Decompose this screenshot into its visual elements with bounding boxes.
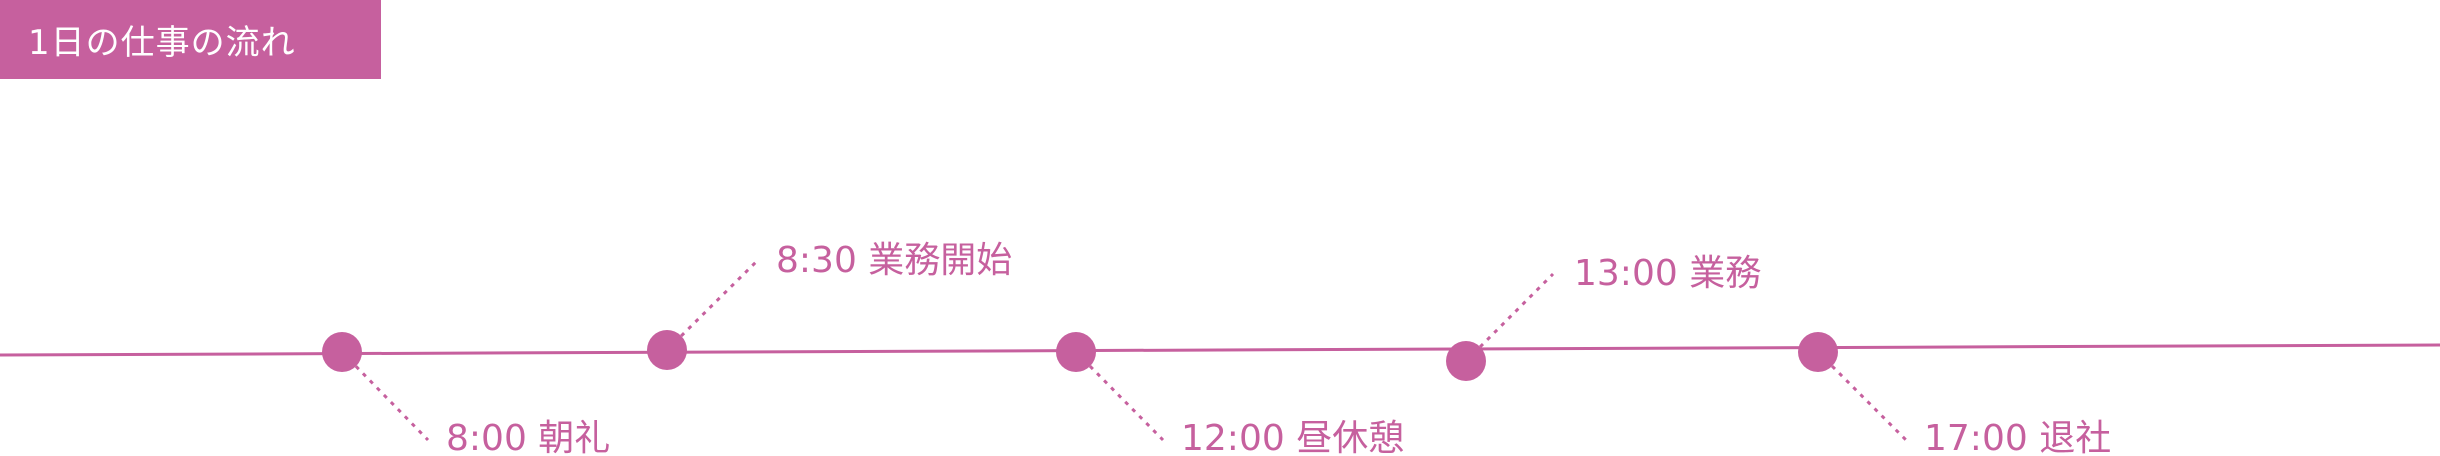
event-leader-line	[1074, 350, 1165, 442]
event-marker	[322, 332, 362, 372]
timeline-events: 8:00 朝礼 8:30 業務開始 12:00 昼休憩 13:00 業務 17:00 退…	[322, 240, 2111, 456]
timeline-event: 17:00 退社	[1798, 332, 2111, 456]
event-label: 17:00 退社	[1924, 418, 2111, 456]
timeline-line	[0, 343, 2440, 357]
timeline-event: 8:00 朝礼	[322, 332, 610, 456]
timeline-event: 13:00 業務	[1446, 253, 1761, 381]
event-leader-line	[1816, 350, 1908, 442]
event-marker	[1446, 341, 1486, 381]
event-label: 12:00 昼休憩	[1181, 418, 1404, 456]
event-leader-line	[1464, 272, 1555, 363]
event-leader-line	[340, 350, 430, 442]
event-marker	[1798, 332, 1838, 372]
event-leader-line	[665, 260, 758, 352]
timeline-event: 8:30 業務開始	[647, 240, 1012, 370]
event-label: 8:00 朝礼	[446, 418, 610, 456]
event-label: 13:00 業務	[1574, 253, 1761, 294]
timeline-event: 12:00 昼休憩	[1056, 332, 1404, 456]
page-title: 1日の仕事の流れ	[0, 0, 381, 79]
event-label: 8:30 業務開始	[776, 240, 1012, 281]
event-marker	[1056, 332, 1096, 372]
event-marker	[647, 330, 687, 370]
